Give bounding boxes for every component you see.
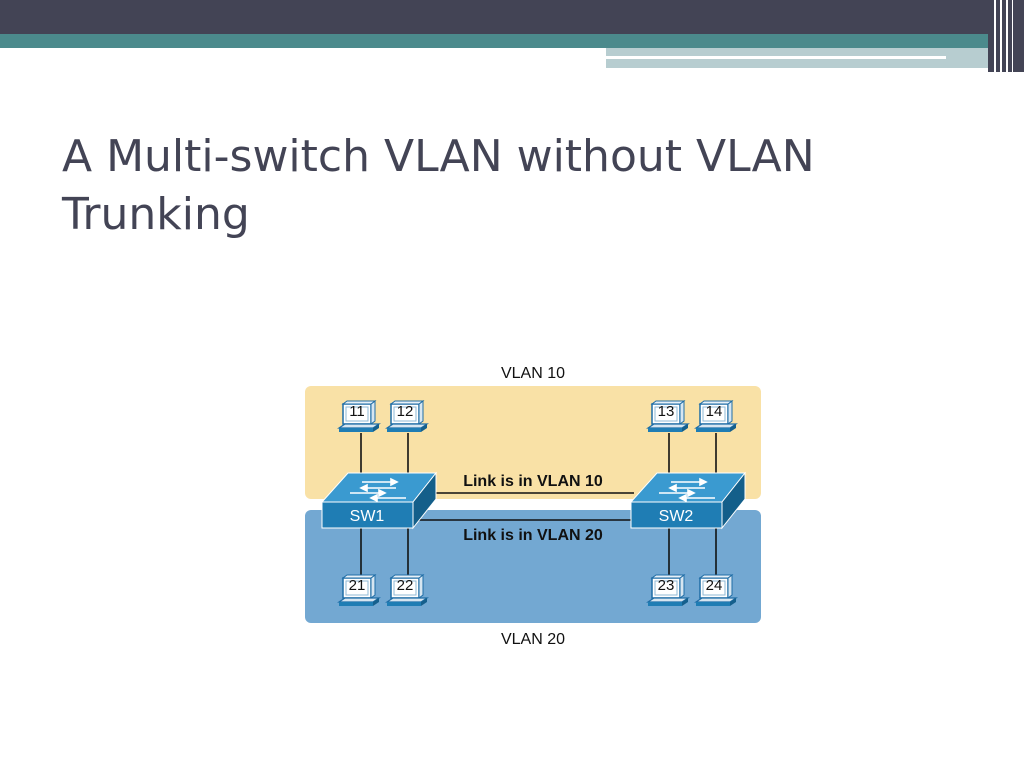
- switch-sw2: SW2: [629, 471, 747, 530]
- pc-label: 24: [706, 577, 723, 594]
- pc-13: 13: [647, 400, 689, 433]
- pc-label: 12: [397, 403, 414, 420]
- pc-label: 13: [658, 403, 675, 420]
- switch-label: SW2: [659, 508, 694, 525]
- pc-label: 21: [349, 577, 366, 594]
- header-accent-line: [606, 56, 946, 59]
- link-vlan10-label: Link is in VLAN 10: [463, 473, 603, 490]
- pc-label: 11: [349, 403, 365, 420]
- pc-label: 22: [397, 577, 414, 594]
- pc-23: 23: [647, 574, 689, 607]
- vlan20-label: VLAN 20: [501, 631, 565, 648]
- link-vlan20-label: Link is in VLAN 20: [463, 527, 603, 544]
- header-stripes: [988, 0, 1024, 72]
- pc-links: [360, 433, 717, 576]
- pc-label: 23: [658, 577, 675, 594]
- pc-24: 24: [695, 574, 737, 607]
- vlan10-label: VLAN 10: [501, 365, 565, 382]
- switch-arrows-icon: [659, 477, 715, 503]
- header-bar: [0, 0, 1024, 34]
- pc-label: 14: [706, 403, 723, 420]
- pc-14: 14: [695, 400, 737, 433]
- pc-12: 12: [386, 400, 428, 433]
- slide-title: A Multi-switch VLAN without VLAN Trunkin…: [62, 131, 815, 240]
- pc-22: 22: [386, 574, 428, 607]
- switch-arrows-icon: [350, 477, 406, 503]
- switch-label: SW1: [350, 508, 385, 525]
- header-accent-band: [0, 34, 1024, 48]
- pc-11: 11: [338, 400, 380, 433]
- pc-21: 21: [338, 574, 380, 607]
- switch-sw1: SW1: [320, 471, 438, 530]
